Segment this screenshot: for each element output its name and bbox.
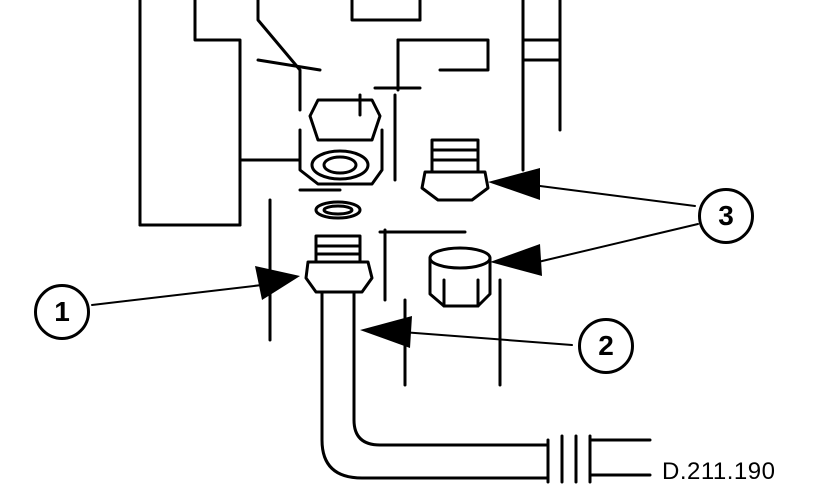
upper-union-fitting — [420, 138, 490, 202]
pipe — [320, 290, 652, 484]
callout-3-label: 3 — [718, 200, 734, 231]
arrowheads — [255, 168, 542, 348]
callout-2: 2 — [578, 318, 634, 374]
leader-lines — [91, 185, 699, 346]
pipe-union-fitting — [304, 234, 374, 294]
housing-outline — [138, 0, 562, 387]
o-ring-seal — [314, 200, 362, 220]
arrow-3-bottom-head — [490, 244, 542, 276]
figure-reference: D.211.190 — [662, 458, 776, 485]
callout-2-label: 2 — [598, 330, 614, 361]
callout-3: 3 — [698, 188, 754, 244]
blanking-cap — [428, 246, 492, 308]
callout-1-label: 1 — [54, 296, 70, 327]
arrow-1-head — [255, 266, 300, 300]
upper-nut — [298, 98, 384, 186]
arrow-2-head — [360, 316, 412, 348]
arrow-3-top-head — [488, 168, 540, 200]
callout-1: 1 — [34, 284, 90, 340]
